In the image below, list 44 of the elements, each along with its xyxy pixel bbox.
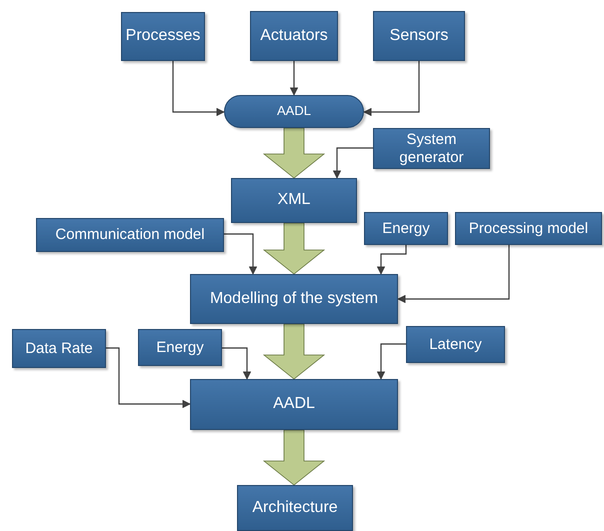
process-box bbox=[190, 274, 398, 324]
process-box bbox=[455, 212, 602, 245]
box-label: Processing model bbox=[468, 220, 588, 238]
arrow bbox=[172, 61, 225, 116]
arrow bbox=[376, 245, 407, 275]
process-box bbox=[138, 329, 222, 366]
box-label: Architecture bbox=[252, 498, 338, 518]
box-label: Communication model bbox=[55, 226, 205, 244]
arrow bbox=[290, 61, 298, 96]
box-label: Processes bbox=[126, 27, 200, 46]
process-box bbox=[121, 12, 205, 61]
arrow bbox=[376, 343, 406, 380]
box-label: Actuators bbox=[260, 26, 328, 46]
box-label: Energy bbox=[382, 220, 430, 238]
process-box bbox=[12, 329, 106, 368]
process-box bbox=[190, 379, 398, 430]
arrow bbox=[363, 61, 420, 116]
arrow bbox=[224, 233, 258, 275]
process-box bbox=[250, 11, 338, 61]
process-box bbox=[364, 212, 448, 245]
process-box bbox=[231, 178, 357, 223]
arrow bbox=[397, 245, 510, 304]
process-box bbox=[237, 485, 353, 531]
block-arrow bbox=[262, 222, 326, 275]
box-label: Latency bbox=[429, 336, 482, 354]
box-label: Sensors bbox=[390, 26, 448, 46]
arrow bbox=[106, 347, 191, 408]
box-label: Data Rate bbox=[25, 340, 93, 358]
process-box bbox=[406, 326, 505, 363]
box-label: AADL bbox=[273, 395, 315, 414]
process-box bbox=[36, 218, 224, 252]
arrow bbox=[332, 147, 373, 179]
block-arrow bbox=[262, 430, 326, 486]
process-box bbox=[373, 11, 465, 61]
process-box bbox=[373, 128, 490, 169]
block-arrow bbox=[262, 128, 326, 179]
box-label: AADL bbox=[277, 104, 311, 119]
block-arrow bbox=[262, 324, 326, 380]
box-label: System generator bbox=[398, 131, 465, 166]
box-label: Modelling of the system bbox=[210, 290, 378, 308]
terminal-shape bbox=[224, 95, 364, 128]
box-label: XML bbox=[278, 191, 310, 210]
box-label: Energy bbox=[156, 338, 204, 356]
arrow bbox=[222, 347, 252, 380]
